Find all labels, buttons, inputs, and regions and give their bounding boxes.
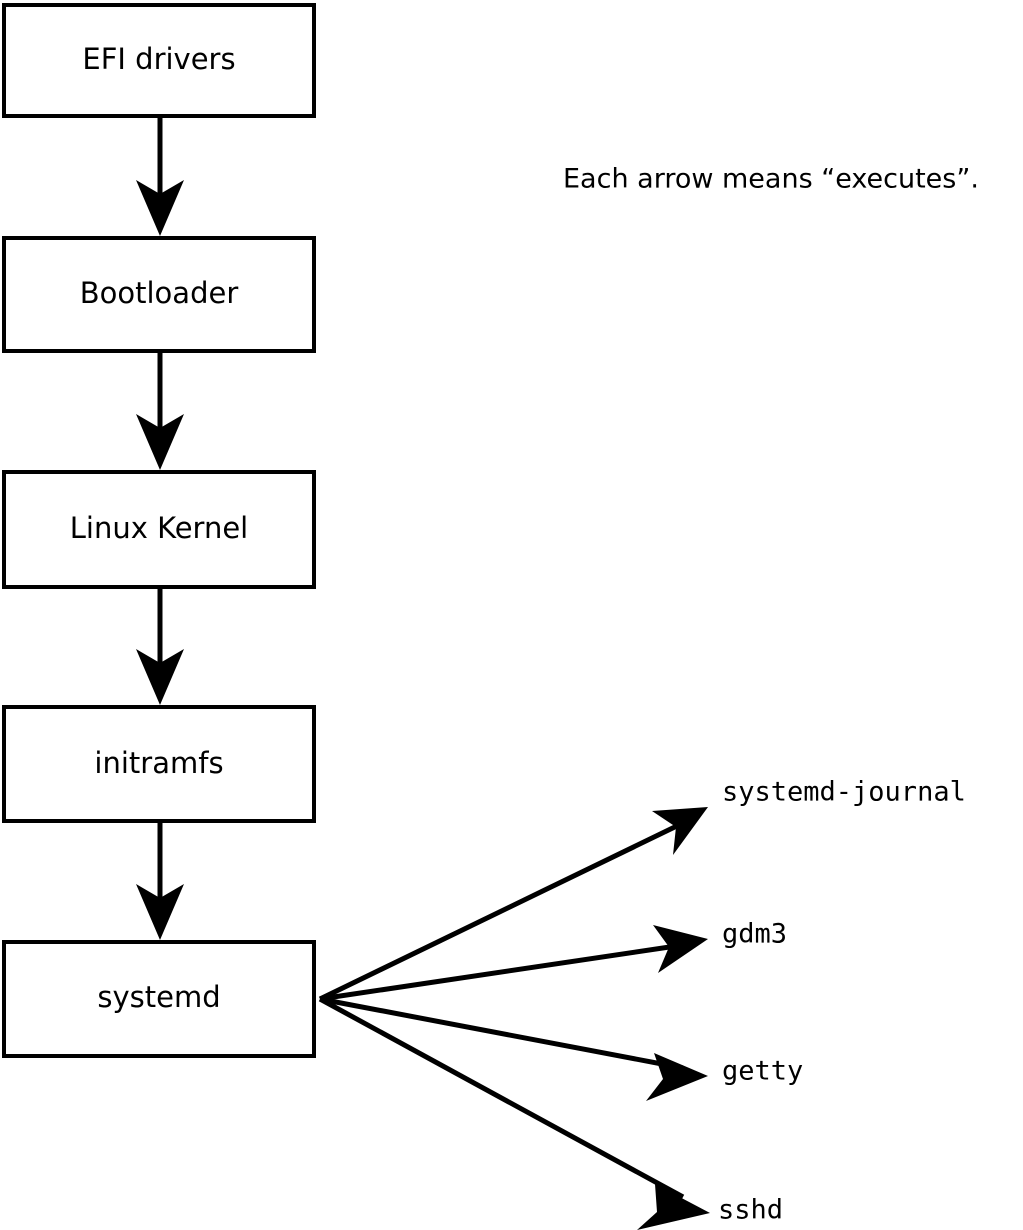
node-label: initramfs [94,746,223,780]
arrow-initramfs-to-systemd [136,821,184,940]
legend-note: Each arrow means “executes”. [563,164,979,195]
node-label: Linux Kernel [70,511,248,545]
service-labels-group: systemd-journal gdm3 getty sshd [718,777,966,1226]
service-label-sshd: sshd [718,1195,783,1226]
arrow-systemd-to-getty [319,996,708,1101]
arrow-head-icon [646,1053,708,1101]
node-bootloader[interactable]: Bootloader [2,236,316,353]
arrow-linux-kernel-to-initramfs [136,587,184,705]
arrow-shaft [318,996,685,1200]
node-label: Bootloader [80,276,239,310]
node-label: systemd [97,980,220,1014]
node-box [2,236,316,353]
boot-chain-group: EFI drivers Bootloader Linux Kernel init… [2,3,316,1058]
node-linux-kernel[interactable]: Linux Kernel [2,470,316,589]
arrow-systemd-to-gdm3 [319,925,708,1002]
arrow-head-icon [136,414,184,470]
arrow-head-icon [136,649,184,705]
arrow-head-icon [653,925,708,973]
node-box [2,470,316,589]
node-efi-drivers[interactable]: EFI drivers [2,3,316,118]
arrow-head-icon [637,1184,710,1230]
service-arrows-group [318,807,710,1230]
arrow-efi-drivers-to-bootloader [136,118,184,236]
node-systemd[interactable]: systemd [2,940,316,1058]
arrow-bootloader-to-linux-kernel [136,352,184,470]
arrow-shaft [319,942,684,1002]
arrow-systemd-to-sshd [318,996,710,1230]
arrow-shaft [319,996,684,1071]
node-box [2,3,316,118]
arrow-head-icon [136,180,184,236]
service-label-systemd-journal: systemd-journal [722,777,966,808]
node-label: EFI drivers [82,42,235,76]
node-box [2,940,316,1058]
service-label-gdm3: gdm3 [722,919,787,950]
arrow-systemd-to-systemd-journal [318,807,708,1002]
node-initramfs[interactable]: initramfs [2,705,316,823]
service-label-getty: getty [722,1056,803,1087]
chain-arrows-group [136,118,184,940]
arrow-shaft [318,820,685,1002]
arrow-head-icon [136,884,184,940]
arrow-head-icon [652,807,708,855]
